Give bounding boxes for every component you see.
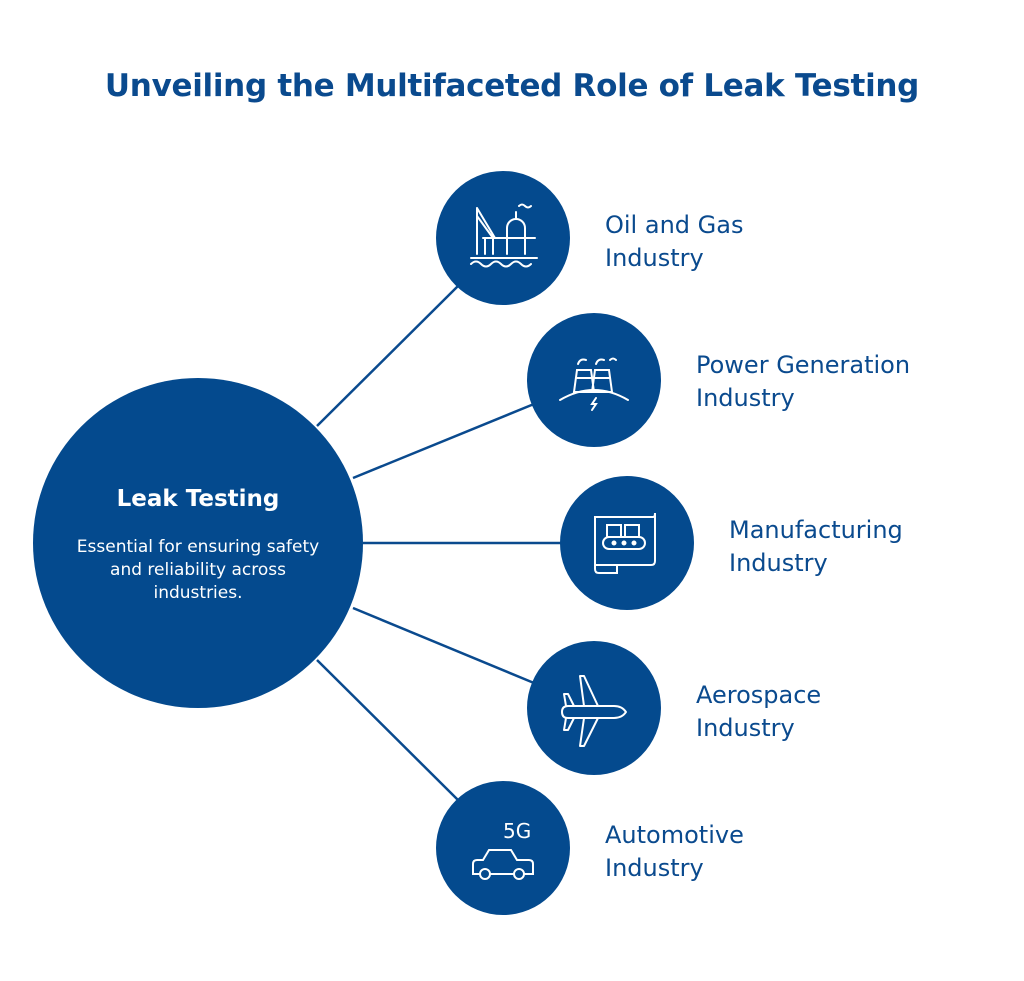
label-line2: Industry — [605, 854, 704, 882]
label-line1: Aerospace — [696, 681, 822, 709]
node-power-generation — [527, 313, 661, 447]
label-line2: Industry — [605, 244, 704, 272]
node-oil-gas — [436, 171, 570, 305]
label-line1: Manufacturing — [729, 516, 903, 544]
icon-5g-text: 5G — [503, 819, 531, 843]
hub-title: Leak Testing — [116, 486, 280, 512]
node-aerospace — [527, 641, 661, 775]
label-automotive: Automotive Industry — [605, 819, 744, 885]
label-manufacturing: Manufacturing Industry — [729, 514, 903, 580]
airplane-icon — [561, 675, 627, 747]
hub-description: Essential for ensuring safety and reliab… — [76, 537, 320, 603]
connector-oil-gas — [316, 285, 459, 427]
conveyor-icon — [594, 512, 656, 574]
label-power-generation: Power Generation Industry — [696, 349, 910, 415]
node-automotive: 5G — [436, 781, 570, 915]
connector-power — [352, 402, 535, 480]
label-aerospace: Aerospace Industry — [696, 679, 821, 745]
connector-automotive — [316, 659, 459, 801]
label-line1: Oil and Gas — [605, 211, 744, 239]
hub-circle: Leak Testing Essential for ensuring safe… — [33, 378, 363, 708]
power-plant-icon — [559, 357, 629, 411]
label-line2: Industry — [696, 384, 795, 412]
car-5g-icon: 5G — [472, 819, 534, 880]
label-line1: Automotive — [605, 821, 744, 849]
label-oil-gas: Oil and Gas Industry — [605, 209, 743, 275]
page-title: Unveiling the Multifaceted Role of Leak … — [104, 68, 920, 104]
connector-aerospace — [352, 606, 535, 685]
label-line1: Power Generation — [696, 351, 911, 379]
offshore-rig-icon — [470, 203, 538, 268]
label-line2: Industry — [696, 714, 795, 742]
label-line2: Industry — [729, 549, 828, 577]
node-manufacturing — [560, 476, 694, 610]
